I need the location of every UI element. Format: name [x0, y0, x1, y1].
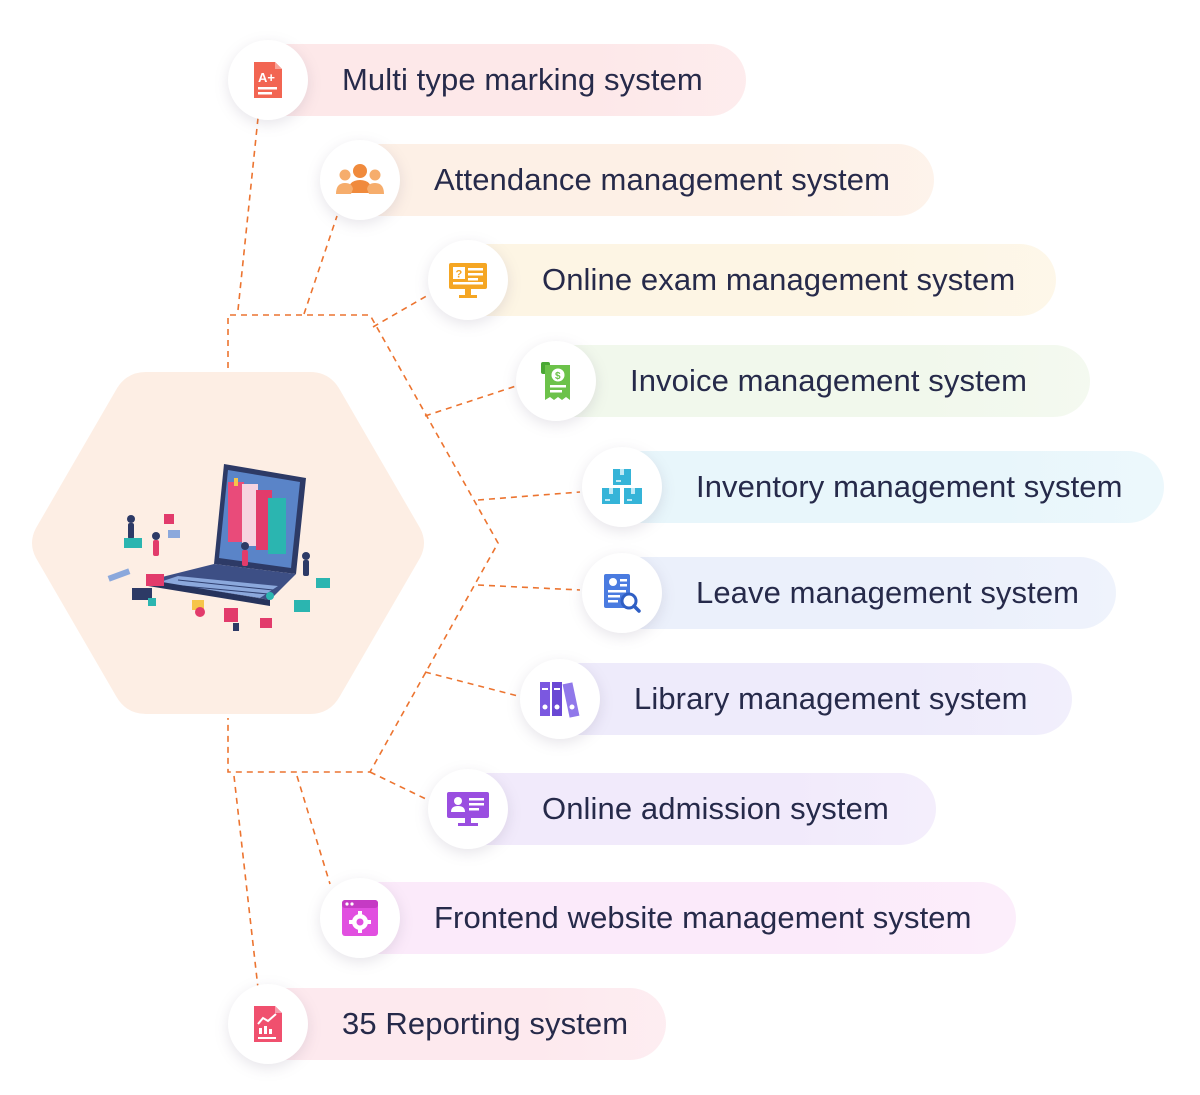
connector-invoice [424, 385, 517, 417]
feature-label: Invoice management system [630, 363, 1028, 398]
svg-text:$: $ [555, 371, 561, 382]
website-settings-icon [341, 899, 379, 937]
icon-circle [582, 553, 662, 633]
icon-circle: ? [428, 240, 508, 320]
grade-document-icon: A+ [251, 60, 285, 100]
feature-inventory: Inventory management system [582, 447, 1164, 527]
feature-frontend: Frontend website management system [320, 878, 1016, 958]
svg-text:A+: A+ [258, 70, 275, 85]
feature-attendance: Attendance management system [320, 140, 934, 220]
feature-admission: Online admission system [428, 769, 936, 849]
invoice-receipt-icon: $ [540, 361, 572, 401]
connector-exam [372, 293, 431, 328]
feature-label: Inventory management system [696, 469, 1123, 504]
feature-label: Frontend website management system [434, 900, 972, 935]
svg-text:?: ? [456, 269, 463, 281]
feature-reporting: 35 Reporting system [228, 984, 666, 1064]
feature-leave: Leave management system [582, 553, 1116, 633]
icon-circle [228, 984, 308, 1064]
connector-leave [477, 584, 581, 591]
leave-document-search-icon [603, 573, 641, 613]
feature-library: Library management system [520, 659, 1072, 739]
feature-label: Library management system [634, 681, 1028, 716]
connector-frame [227, 314, 499, 773]
icon-circle [320, 140, 400, 220]
exam-monitor-icon: ? [448, 261, 488, 299]
feature-label: Online exam management system [542, 262, 1016, 297]
center-hexagon [28, 368, 428, 718]
report-chart-icon [252, 1004, 284, 1044]
icon-circle: A+ [228, 40, 308, 120]
feature-marking: A+ Multi type marking system [228, 40, 746, 120]
group-people-icon [336, 163, 384, 197]
connector-marking [237, 117, 259, 311]
connector-attendance [303, 215, 338, 315]
feature-label: Attendance management system [434, 162, 890, 197]
feature-label: Online admission system [542, 791, 889, 826]
icon-circle: $ [516, 341, 596, 421]
feature-label: Multi type marking system [342, 62, 703, 97]
connector-frontend [296, 775, 331, 885]
icon-circle [320, 878, 400, 958]
icon-circle [520, 659, 600, 739]
feature-label: Leave management system [696, 575, 1080, 610]
connector-library [424, 671, 519, 697]
feature-label: 35 Reporting system [342, 1006, 629, 1041]
feature-invoice: $ Invoice management system [516, 341, 1090, 421]
icon-circle [582, 447, 662, 527]
connector-inventory [477, 491, 581, 501]
laptop-with-books-illustration [107, 464, 330, 631]
library-books-icon [539, 680, 581, 718]
stacked-boxes-icon [601, 468, 643, 506]
admission-monitor-icon [446, 791, 490, 827]
icon-circle [428, 769, 508, 849]
feature-exam: ? Online exam management system [428, 240, 1056, 320]
connector-admission [369, 771, 429, 801]
connector-reporting [233, 775, 259, 989]
